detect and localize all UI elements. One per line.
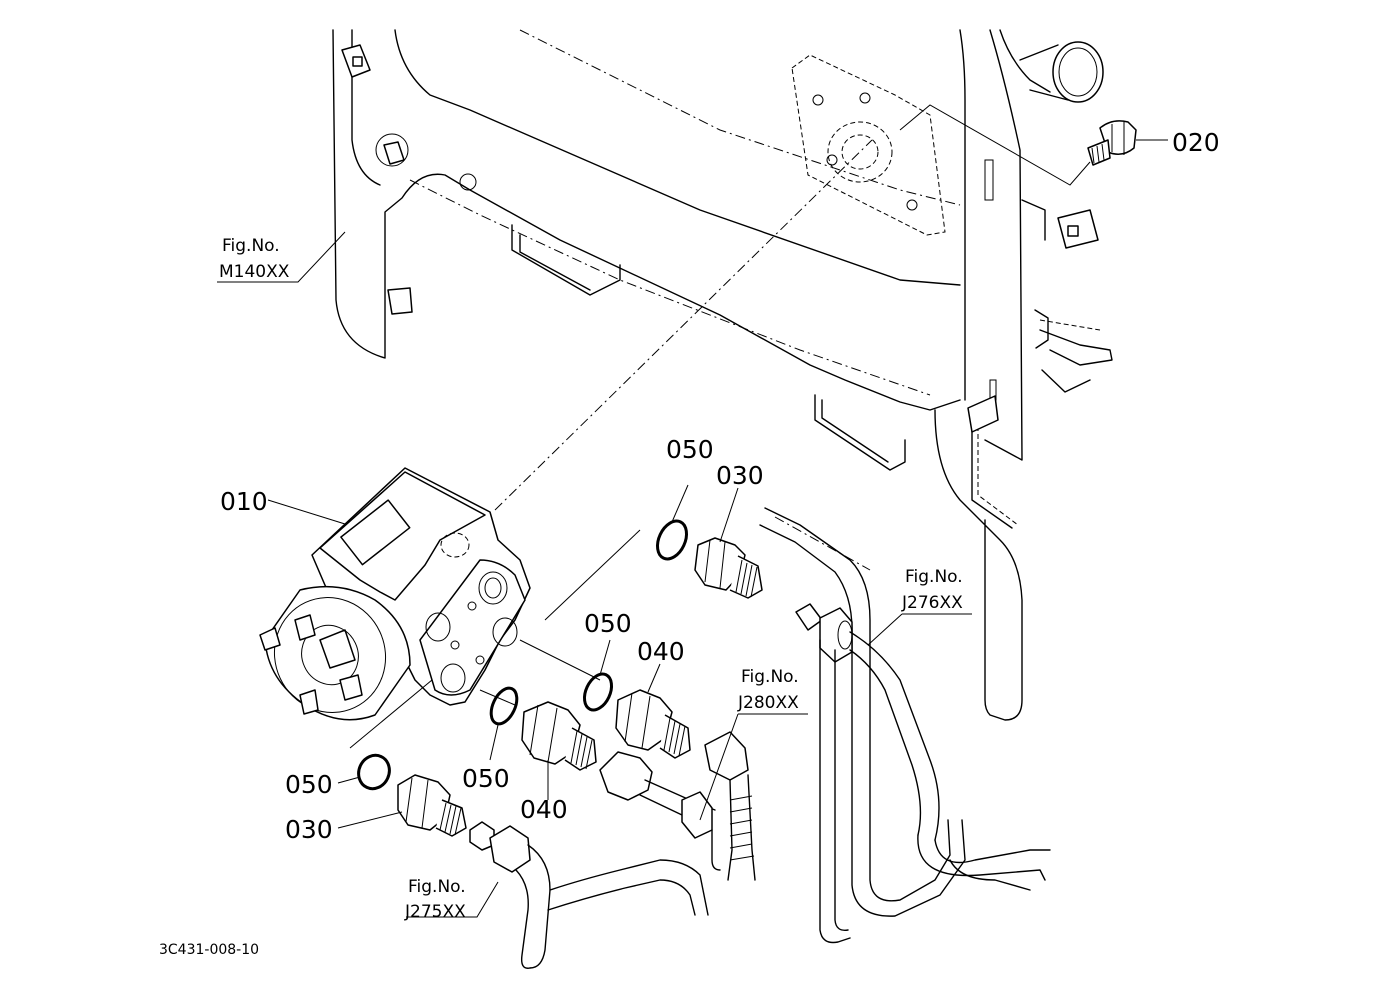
figref-j276-line2: J276XX — [901, 593, 963, 613]
figref-j276: Fig.No. J276XX — [901, 567, 963, 613]
callout-050-left: 050 — [285, 770, 333, 799]
callout-030-top: 030 — [716, 461, 764, 490]
o-ring-top — [655, 519, 689, 561]
callout-050-top: 050 — [666, 435, 714, 464]
figref-m140: Fig.No. M140XX — [219, 236, 290, 282]
part-030-fittings — [397, 537, 763, 837]
callout-050-mid: 050 — [584, 609, 632, 638]
figref-j276-line1: Fig.No. — [905, 567, 963, 587]
figref-j275-line1: Fig.No. — [408, 877, 466, 897]
callout-leaders — [217, 231, 972, 918]
bolt-020-leader-bracket — [899, 104, 1091, 186]
o-ring-mid — [582, 672, 614, 712]
pump-mount-centerline — [494, 139, 873, 511]
callout-040-low: 040 — [520, 795, 568, 824]
figref-j275-line2: J275XX — [404, 902, 466, 922]
part-040-fittings — [521, 689, 691, 771]
callout-030-low: 030 — [285, 815, 333, 844]
callout-020: 020 — [1172, 128, 1220, 157]
figref-m140-line1: Fig.No. — [222, 236, 280, 256]
hoses-and-pipes — [469, 507, 1051, 969]
callout-010: 010 — [220, 487, 268, 516]
figref-j280-line2: J280XX — [737, 693, 799, 713]
figref-j275: Fig.No. J275XX — [404, 877, 466, 922]
connector-centerlines — [349, 529, 641, 749]
frame-body — [332, 29, 1113, 721]
part-010-pump — [259, 467, 531, 721]
figref-j280-line1: Fig.No. — [741, 667, 799, 687]
part-050-o-rings — [357, 519, 689, 791]
part-020-bolt — [1087, 120, 1168, 166]
figref-j280: Fig.No. J280XX — [737, 667, 799, 713]
o-ring-low — [357, 753, 391, 791]
o-ring-left — [489, 686, 519, 726]
figref-m140-line2: M140XX — [219, 262, 290, 282]
diagram-code: 3C431-008-10 — [159, 942, 259, 958]
callout-050-low: 050 — [462, 764, 510, 793]
callout-040-mid: 040 — [637, 637, 685, 666]
